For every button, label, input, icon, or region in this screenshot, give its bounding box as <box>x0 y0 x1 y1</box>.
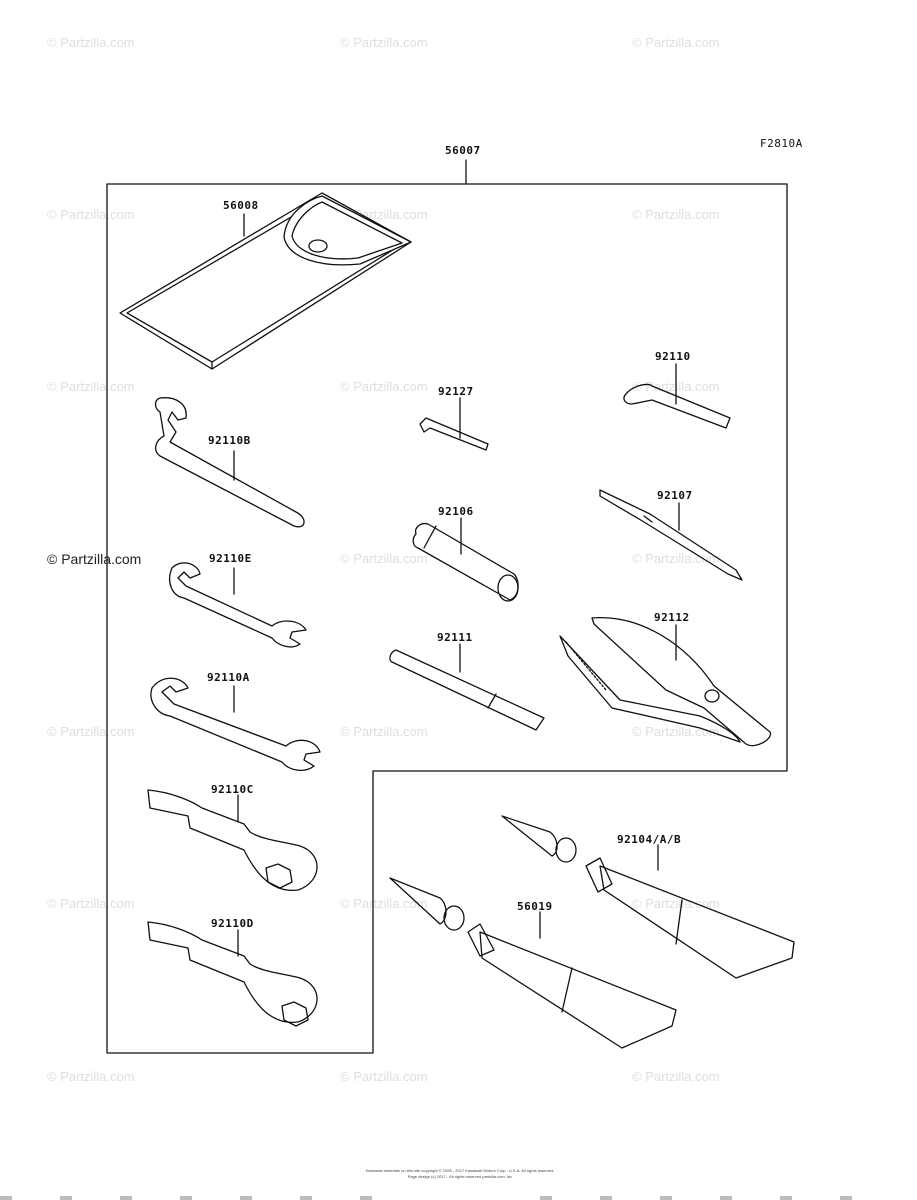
watermark: © Partzilla.com <box>47 379 135 394</box>
footer-stripe <box>240 1196 252 1200</box>
grease-tube-lower <box>389 877 677 1049</box>
hex-key-large <box>623 383 731 429</box>
copyright-line-1: Kawasaki materials on this site copyrigh… <box>365 1168 555 1173</box>
watermark: © Partzilla.com <box>632 896 720 911</box>
footer-stripe <box>720 1196 732 1200</box>
hex-key-small <box>419 417 489 451</box>
watermark: © Partzilla.com <box>47 896 135 911</box>
watermark: © Partzilla.com <box>340 379 428 394</box>
watermark: © Partzilla.com <box>47 724 135 739</box>
watermark-dark: © Partzilla.com <box>47 551 142 567</box>
figure-code: F2810A <box>760 137 803 150</box>
box-wrench-c <box>147 789 318 891</box>
footer-stripe <box>540 1196 552 1200</box>
watermark: © Partzilla.com <box>340 551 428 566</box>
part-label-92111: 92111 <box>437 631 473 644</box>
footer-stripe <box>360 1196 372 1200</box>
footer-stripe <box>780 1196 792 1200</box>
part-label-92127: 92127 <box>438 385 474 398</box>
footer-stripe <box>300 1196 312 1200</box>
open-wrench <box>150 677 321 772</box>
watermark: © Partzilla.com <box>340 1069 428 1084</box>
watermark: © Partzilla.com <box>47 207 135 222</box>
part-label-92112: 92112 <box>654 611 690 624</box>
hook-spanner <box>154 397 305 528</box>
watermark: © Partzilla.com <box>47 35 135 50</box>
part-label-92110: 92110 <box>655 350 691 363</box>
footer-stripe <box>0 1196 12 1200</box>
part-label-56007: 56007 <box>445 144 481 157</box>
grease-tube-upper <box>501 815 795 979</box>
watermark: © Partzilla.com <box>340 724 428 739</box>
part-label-92110E: 92110E <box>209 552 252 565</box>
footer-stripe <box>180 1196 192 1200</box>
part-label-92110C: 92110C <box>211 783 254 796</box>
tool-case <box>119 192 412 370</box>
watermark: © Partzilla.com <box>47 1069 135 1084</box>
part-label-92104: 92104/A/B <box>617 833 682 846</box>
watermark: © Partzilla.com <box>632 207 720 222</box>
screwdriver-shaft <box>599 489 743 581</box>
footer-stripe <box>840 1196 852 1200</box>
part-label-56019: 56019 <box>517 900 553 913</box>
box-wrench-d <box>147 921 318 1027</box>
footer-stripe <box>120 1196 132 1200</box>
part-label-92107: 92107 <box>657 489 693 502</box>
footer-stripe <box>600 1196 612 1200</box>
watermark: © Partzilla.com <box>340 35 428 50</box>
watermark: © Partzilla.com <box>632 1069 720 1084</box>
part-label-56008: 56008 <box>223 199 259 212</box>
part-label-92106: 92106 <box>438 505 474 518</box>
part-label-92110B: 92110B <box>208 434 251 447</box>
open-wrench-small <box>169 562 307 648</box>
pliers <box>559 617 772 747</box>
copyright-notice: Kawasaki materials on this site copyrigh… <box>260 1168 660 1180</box>
extension-bar <box>389 649 545 731</box>
footer-stripe <box>60 1196 72 1200</box>
watermark: © Partzilla.com <box>340 896 428 911</box>
footer-stripe <box>660 1196 672 1200</box>
part-label-92110A: 92110A <box>207 671 250 684</box>
screwdriver-grip <box>412 522 519 602</box>
part-label-92110D: 92110D <box>211 917 254 930</box>
copyright-line-2: Page design (c) 2017 - All rights reserv… <box>407 1174 513 1179</box>
watermark: © Partzilla.com <box>632 35 720 50</box>
kit-boundary <box>106 183 788 1054</box>
